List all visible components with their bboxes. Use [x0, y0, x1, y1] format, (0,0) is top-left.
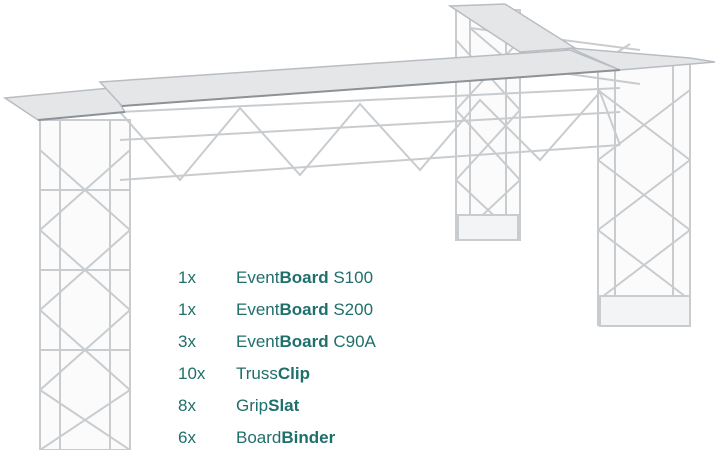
- part-name-bold: Board: [279, 268, 329, 287]
- part-name-bold: Slat: [268, 396, 300, 415]
- part-name-prefix: Event: [236, 268, 280, 287]
- part-name-prefix: Truss: [236, 364, 278, 383]
- part-name-suffix: S100: [328, 268, 374, 287]
- part-quantity: 6x: [178, 428, 196, 447]
- part-name-prefix: Event: [236, 332, 280, 351]
- part-name-suffix: S200: [328, 300, 374, 319]
- part-row: 6x BoardBinder: [178, 422, 376, 454]
- part-quantity: 10x: [178, 364, 206, 383]
- part-row: 10x TrussClip: [178, 358, 376, 390]
- part-quantity: 1x: [178, 268, 196, 287]
- part-quantity: 1x: [178, 300, 196, 319]
- truss-beam-front: [119, 87, 621, 182]
- part-quantity: 3x: [178, 332, 196, 351]
- event-board-tops: [2, 3, 716, 121]
- part-row: 3x EventBoard C90A: [178, 326, 376, 358]
- part-name-prefix: Event: [236, 300, 280, 319]
- part-name-bold: Board: [279, 300, 329, 319]
- truss-tower-left: [39, 119, 131, 450]
- part-row: 1x EventBoard S100: [178, 262, 376, 294]
- part-name-bold: Board: [279, 332, 329, 351]
- part-quantity: 8x: [178, 396, 196, 415]
- part-name-prefix: Board: [236, 428, 282, 447]
- part-name-prefix: Grip: [236, 396, 269, 415]
- part-name-suffix: C90A: [328, 332, 376, 351]
- part-name-bold: Binder: [281, 428, 336, 447]
- truss-tower-right: [597, 59, 691, 327]
- part-name-bold: Clip: [277, 364, 310, 383]
- part-row: 1x EventBoard S200: [178, 294, 376, 326]
- part-row: 8x GripSlat: [178, 390, 376, 422]
